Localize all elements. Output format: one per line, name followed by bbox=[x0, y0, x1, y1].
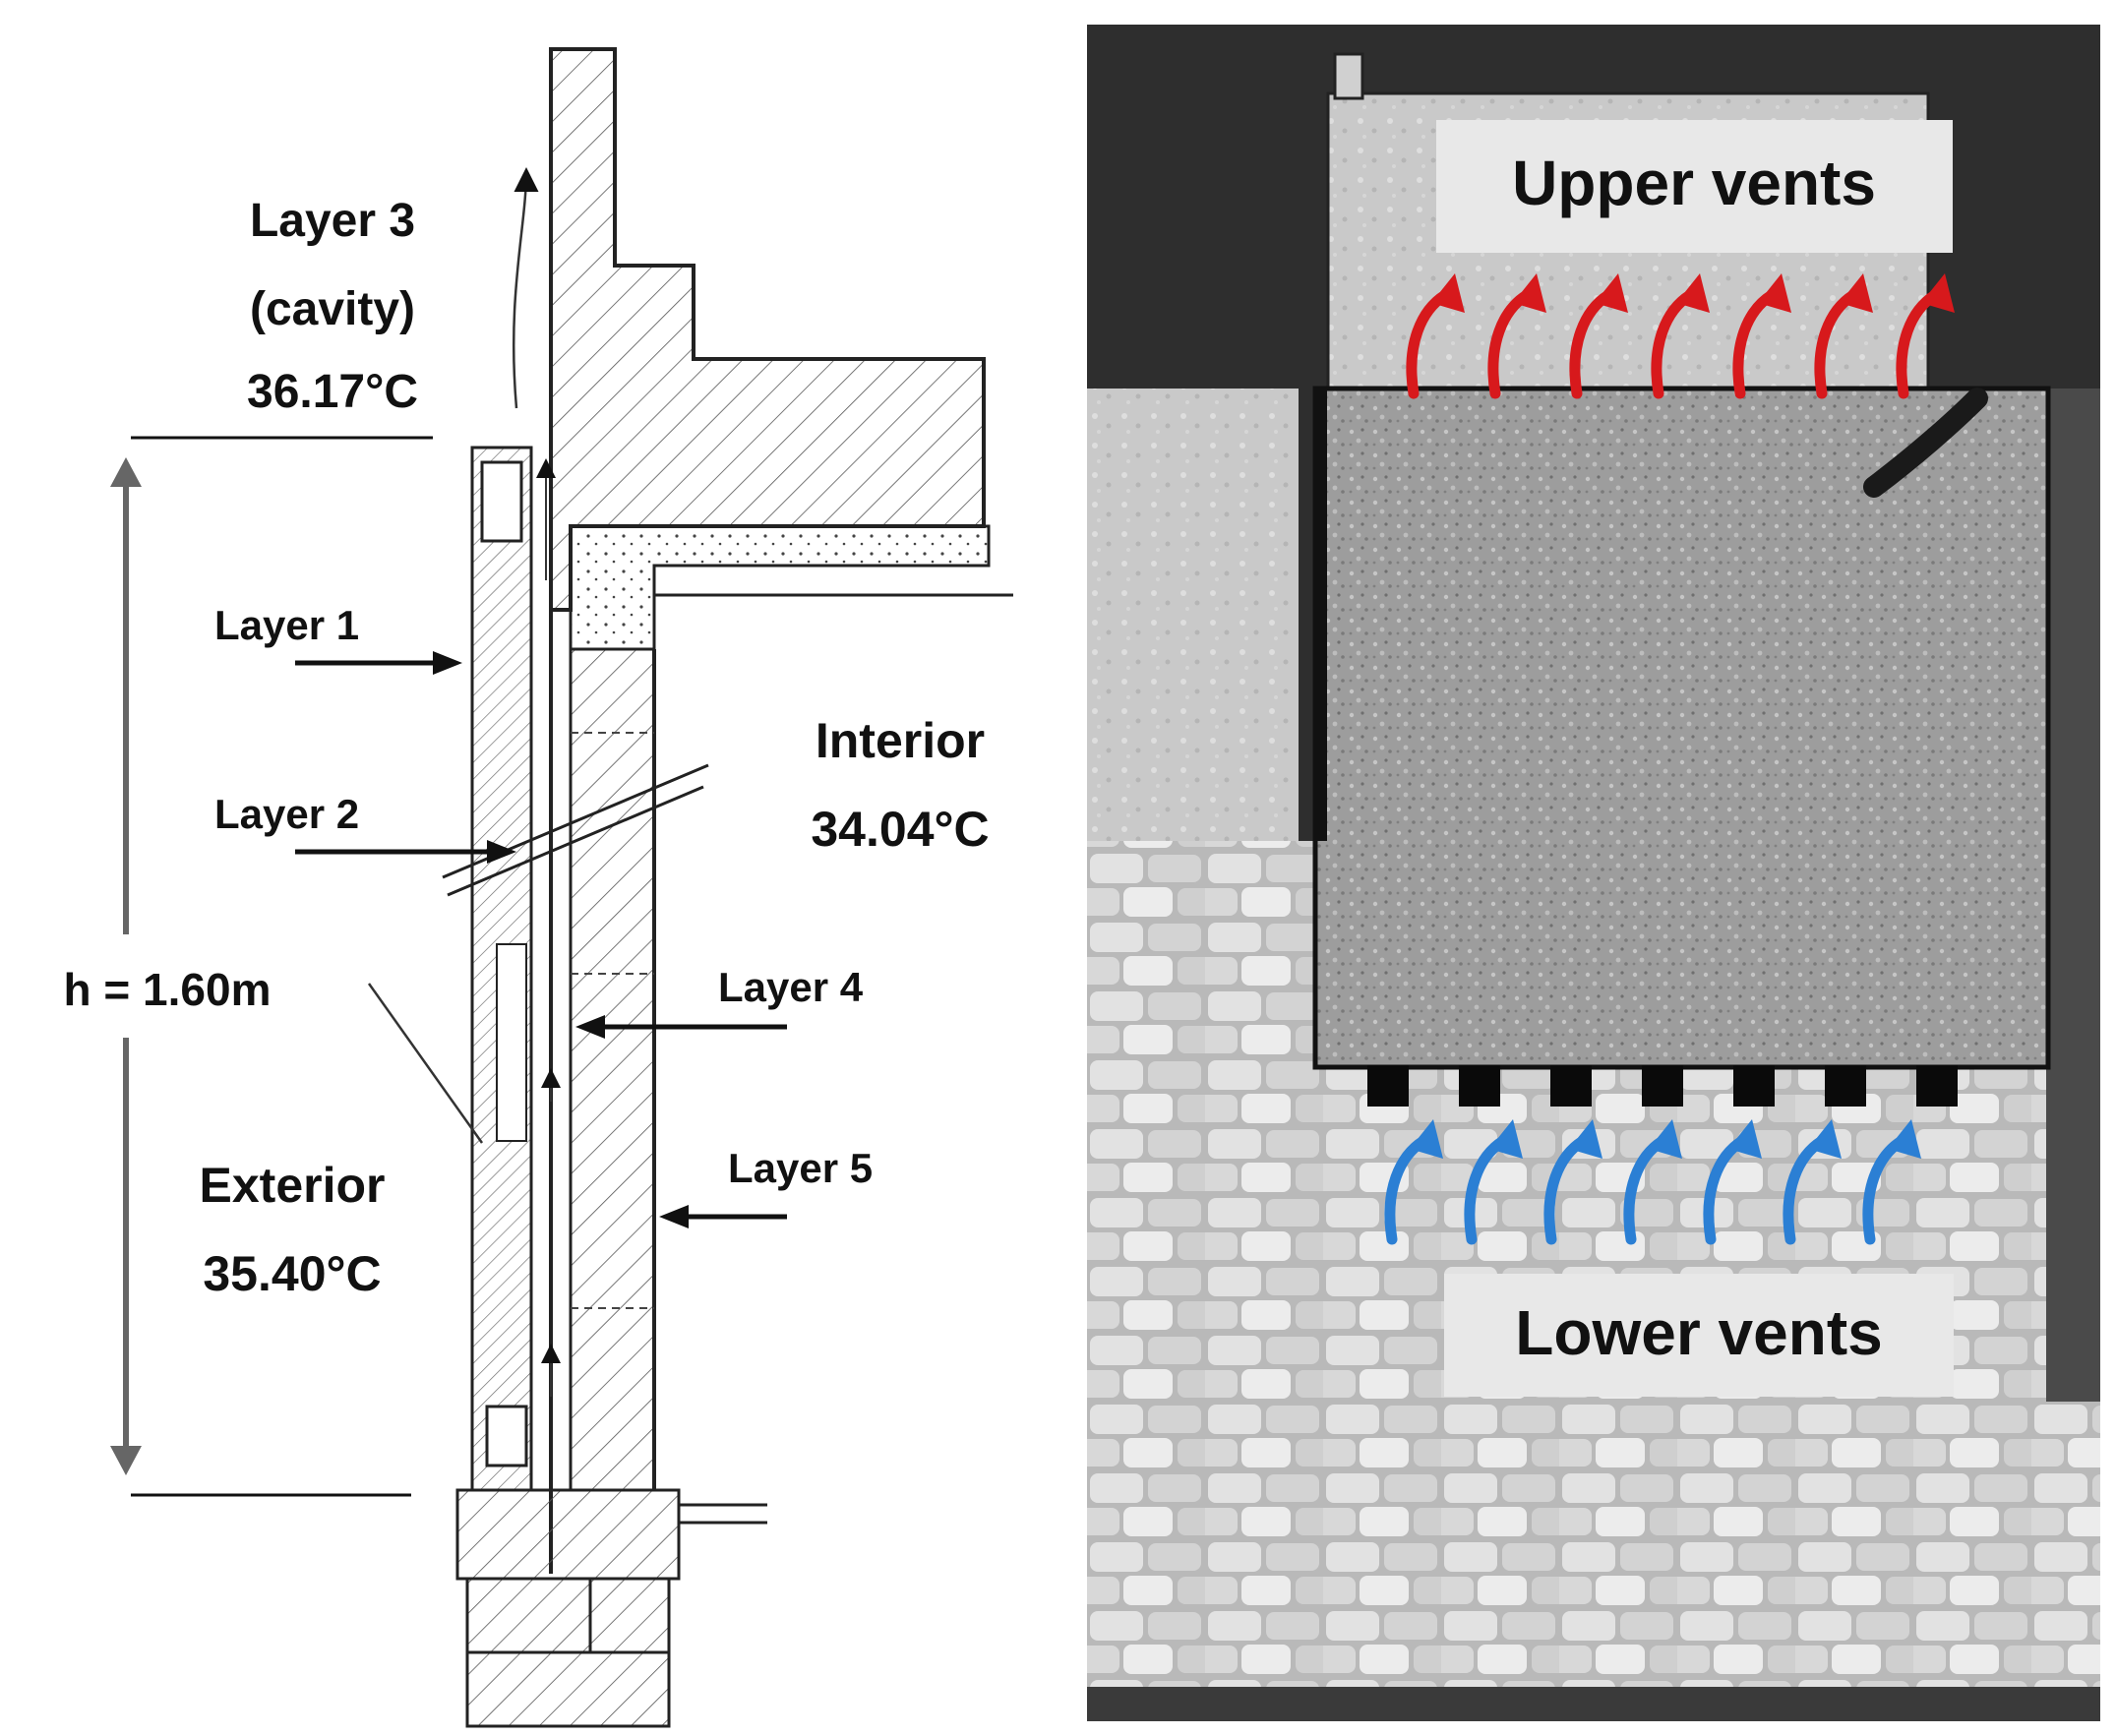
lower-vent-arrowhead-4 bbox=[1649, 1119, 1682, 1159]
floor-slab bbox=[569, 524, 1013, 651]
vent-opening-1 bbox=[1367, 1065, 1409, 1107]
height-label: h = 1.60m bbox=[64, 964, 272, 1015]
lower-vent-arrows bbox=[1384, 1119, 1921, 1245]
layer1-label: Layer 1 bbox=[214, 602, 359, 648]
upper-vents-label-box bbox=[1436, 120, 1953, 253]
drain-pipe bbox=[1863, 388, 1988, 498]
lower-vent-arrowhead-7 bbox=[1888, 1119, 1921, 1159]
lower-vent-openings bbox=[1367, 1065, 1958, 1107]
lower-vents-label: Lower vents bbox=[1515, 1297, 1882, 1368]
section-drawing-svg: Layer 3 (cavity) 36.17°C Layer 1 Layer 2… bbox=[64, 47, 1013, 1728]
exterior-leader-line bbox=[367, 983, 484, 1144]
upper-vent-arrowhead-4 bbox=[1676, 273, 1710, 313]
interior-temperature: 34.04°C bbox=[811, 802, 989, 857]
cavity-temperature: 36.17°C bbox=[247, 366, 418, 418]
layer4-arrow bbox=[575, 1015, 787, 1039]
height-dimension-arrow bbox=[110, 457, 142, 1475]
layer2-arrow bbox=[295, 840, 516, 864]
lower-vent-arrowhead-6 bbox=[1808, 1119, 1842, 1159]
lower-vent-arrowhead-3 bbox=[1569, 1119, 1602, 1159]
upper-vent-arrowhead-2 bbox=[1513, 273, 1546, 313]
upper-vents-label: Upper vents bbox=[1512, 148, 1876, 218]
upper-vent-arrowhead-3 bbox=[1595, 273, 1628, 313]
layer5-arrow bbox=[659, 1205, 787, 1228]
upper-wall bbox=[549, 47, 986, 1574]
layer3-label: Layer 3 bbox=[250, 195, 415, 247]
inner-leaf bbox=[569, 647, 656, 1492]
vent-opening-4 bbox=[1642, 1065, 1683, 1107]
upper-vent-arrowhead-6 bbox=[1840, 273, 1873, 313]
upper-vent-arrows bbox=[1406, 273, 1955, 399]
layer5-label: Layer 5 bbox=[728, 1145, 873, 1191]
vent-opening-5 bbox=[1733, 1065, 1775, 1107]
outer-leaf bbox=[470, 446, 533, 1492]
foundation bbox=[455, 1488, 767, 1728]
exterior-temperature: 35.40°C bbox=[203, 1246, 381, 1301]
lower-vent-arrowhead-2 bbox=[1489, 1119, 1523, 1159]
vent-opening-3 bbox=[1550, 1065, 1592, 1107]
lower-vent-arrowhead-5 bbox=[1728, 1119, 1762, 1159]
left-render-wall bbox=[1087, 389, 1299, 841]
vent-opening-2 bbox=[1459, 1065, 1500, 1107]
right-edge-wall bbox=[2046, 389, 2100, 1402]
main-wall-panel bbox=[1312, 386, 2051, 1070]
wall-section-diagram: Layer 3 (cavity) 36.17°C Layer 1 Layer 2… bbox=[64, 47, 1013, 1728]
layer2-label: Layer 2 bbox=[214, 791, 359, 837]
ground-strip bbox=[1087, 1687, 2100, 1721]
cavity-airflow-arrows bbox=[512, 167, 561, 1397]
lower-vents-label-box bbox=[1444, 1274, 1954, 1397]
vent-opening-6 bbox=[1825, 1065, 1866, 1107]
layer3-sublabel: (cavity) bbox=[250, 283, 415, 335]
exterior-label: Exterior bbox=[200, 1158, 386, 1213]
lower-vent-arrowhead-1 bbox=[1410, 1119, 1443, 1159]
wall-photo: Upper vents Lower vents bbox=[1087, 25, 2100, 1721]
layer4-label: Layer 4 bbox=[718, 964, 864, 1010]
wall-photo-svg: Upper vents Lower vents bbox=[1087, 25, 2100, 1721]
vent-opening-7 bbox=[1916, 1065, 1958, 1107]
interior-label: Interior bbox=[816, 713, 985, 768]
upper-vent-arrowhead-7 bbox=[1921, 273, 1955, 313]
chimney-pipe bbox=[1333, 52, 1364, 100]
layer1-arrow bbox=[295, 651, 462, 675]
upper-vent-arrowhead-5 bbox=[1758, 273, 1791, 313]
upper-vent-arrowhead-1 bbox=[1431, 273, 1465, 313]
